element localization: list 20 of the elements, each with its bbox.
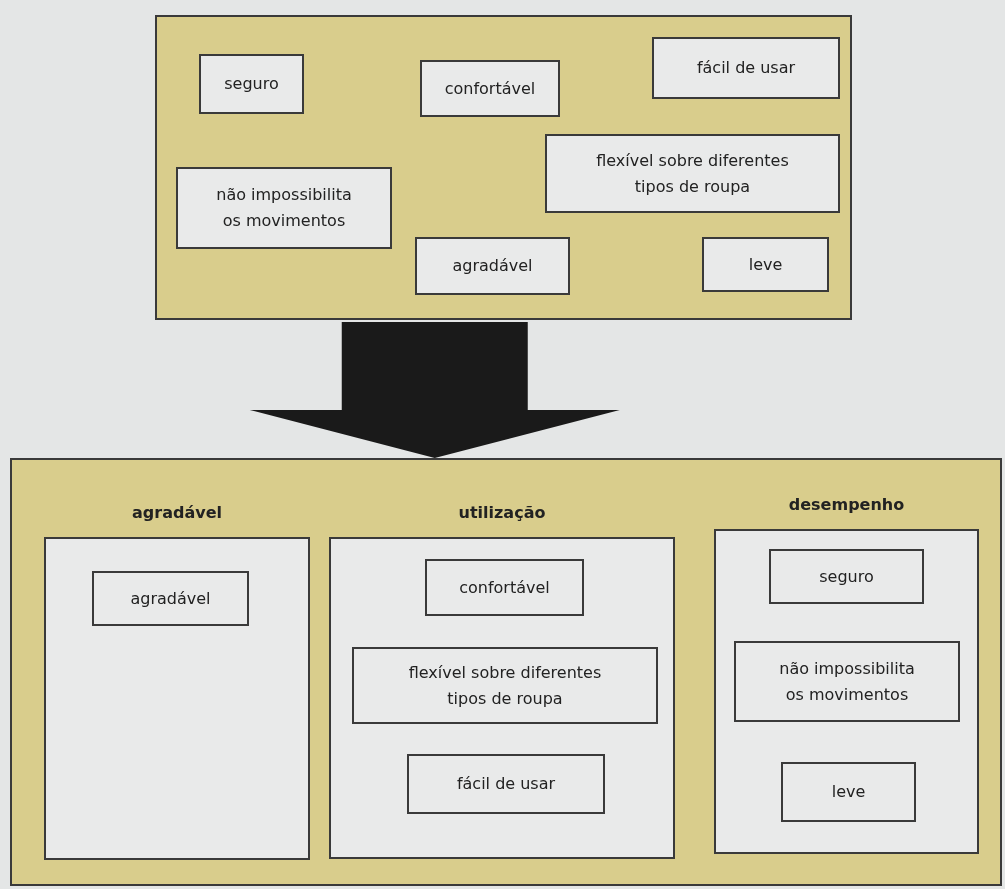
term-box: não impossibilita os movimentos bbox=[734, 641, 960, 722]
term-box: não impossibilita os movimentos bbox=[176, 167, 392, 249]
term-box: flexível sobre diferentes tipos de roupa bbox=[352, 647, 658, 724]
term-box: confortável bbox=[425, 559, 584, 616]
term-box: seguro bbox=[769, 549, 924, 604]
tan-panel bbox=[10, 458, 1002, 886]
column-heading: desempenho bbox=[788, 494, 905, 516]
term-box: leve bbox=[702, 237, 829, 292]
block-arrow bbox=[249, 322, 620, 458]
term-box: flexível sobre diferentes tipos de roupa bbox=[545, 134, 840, 213]
term-box: leve bbox=[781, 762, 916, 822]
term-box: agradável bbox=[415, 237, 570, 295]
term-box: confortável bbox=[420, 60, 560, 117]
term-box: fácil de usar bbox=[407, 754, 605, 814]
column-heading: utilização bbox=[458, 502, 546, 524]
term-box: seguro bbox=[199, 54, 304, 114]
term-box: agradável bbox=[92, 571, 249, 626]
column-heading: agradável bbox=[132, 502, 222, 524]
term-box: fácil de usar bbox=[652, 37, 840, 99]
tan-panel bbox=[155, 15, 852, 320]
